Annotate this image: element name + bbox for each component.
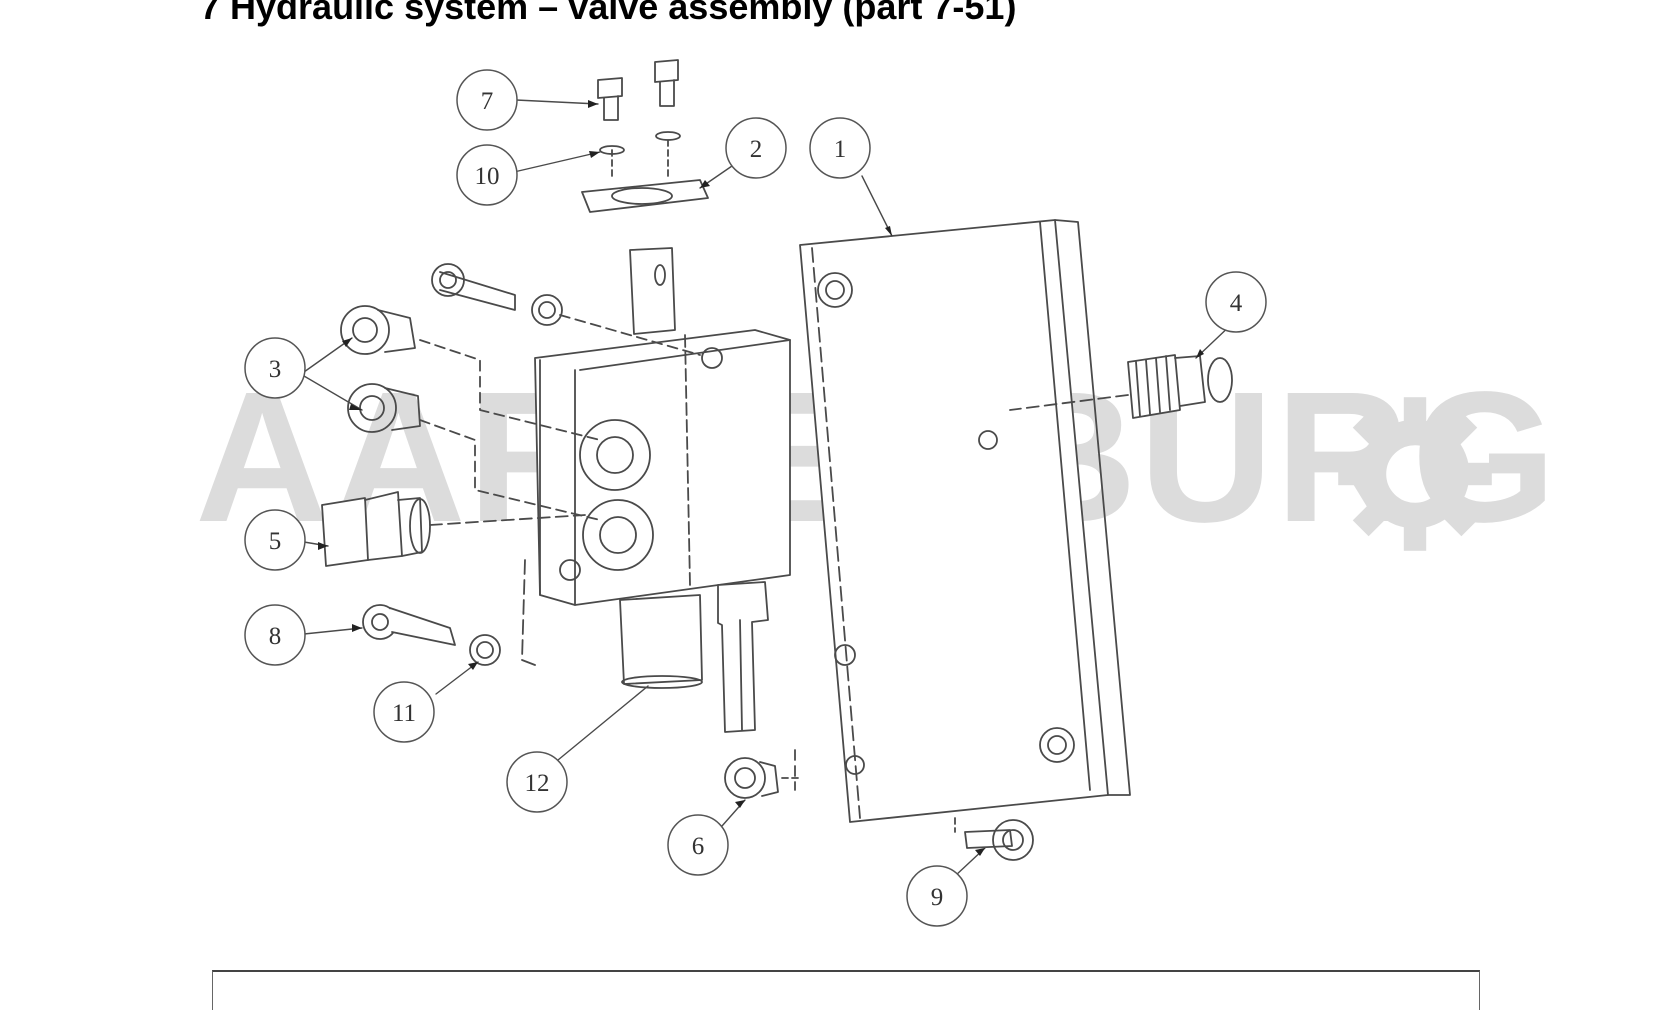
watermark-gear-icon <box>1338 397 1492 551</box>
callout-12-label: 12 <box>525 770 550 797</box>
threaded-connector-part <box>1009 354 1233 419</box>
washers-part <box>599 131 681 155</box>
adapter-part <box>321 491 586 567</box>
lower-bolt-part <box>362 604 501 666</box>
callout-7-label: 7 <box>481 88 494 115</box>
callout-2-label: 2 <box>750 136 763 163</box>
callout-9-label: 9 <box>931 884 944 911</box>
callout-circles <box>244 69 1267 927</box>
flange-plate-part <box>581 179 709 213</box>
callout-4-label: 4 <box>1230 290 1243 317</box>
fittings-part <box>340 305 601 521</box>
page-title: 7 Hydraulic system – valve assembly (par… <box>200 0 1017 27</box>
leader-arrowheads <box>318 100 1204 856</box>
nut-part <box>724 757 801 799</box>
pin-part <box>954 817 1034 861</box>
mounting-plate-part <box>762 219 1131 823</box>
cap-screws-part <box>597 59 679 179</box>
callout-1-label: 1 <box>834 136 847 163</box>
callout-8-label: 8 <box>269 623 282 650</box>
callout-5-label: 5 <box>269 528 282 555</box>
valve-block-part <box>521 247 796 791</box>
callout-3-label: 3 <box>269 356 282 383</box>
callout-10-label: 10 <box>475 163 500 190</box>
upper-bolt-part <box>431 263 701 356</box>
callout-11-label: 11 <box>392 700 416 727</box>
callout-6-label: 6 <box>692 833 705 860</box>
exploded-view-diagram: 1 2 3 4 5 6 7 8 9 10 11 12 <box>244 59 1267 927</box>
parts-table-frame <box>212 970 1480 1010</box>
